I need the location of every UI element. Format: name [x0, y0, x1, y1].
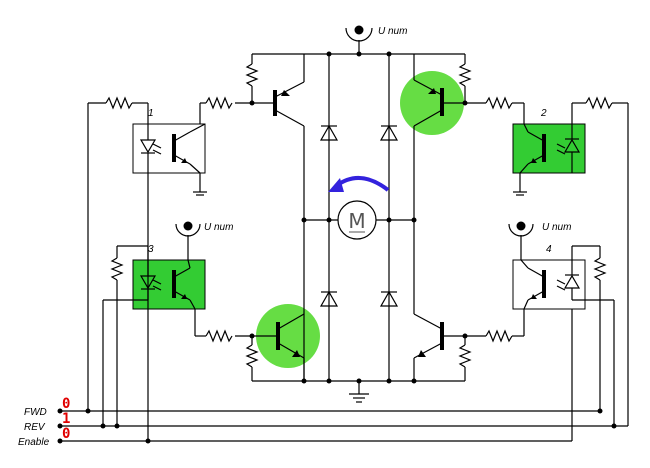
optocoupler-3-number: 3 — [148, 244, 154, 255]
optocoupler-1-number: 1 — [148, 108, 154, 119]
optocoupler-1: 1 — [132, 103, 207, 196]
enable-value: 0 — [62, 426, 70, 442]
enable-label: Enable — [18, 437, 50, 448]
top-supply-label: U num — [378, 26, 407, 37]
highlight-q-top-right — [400, 71, 464, 135]
rev-label: REV — [24, 422, 46, 433]
optocoupler-2: 2 — [512, 103, 586, 196]
fwd-label: FWD — [24, 407, 47, 418]
optocoupler-4-number: 4 — [546, 244, 552, 255]
transistor-q-top-right — [413, 54, 524, 220]
transistor-q-bottom-left — [195, 313, 305, 381]
right-supply-terminal: U num — [508, 221, 571, 246]
right-supply-label: U num — [542, 222, 571, 233]
input-fwd[interactable]: FWD 0 — [24, 396, 603, 418]
input-enable[interactable]: Enable 0 — [18, 426, 572, 448]
left-supply-terminal: U num — [175, 221, 233, 246]
transistor-q-top-left — [200, 54, 305, 381]
rev-value: 1 — [62, 411, 70, 427]
optocoupler-3: 3 — [132, 244, 206, 336]
motor: M — [337, 200, 377, 240]
fwd-value: 0 — [62, 396, 70, 412]
input-rev[interactable]: REV 1 — [24, 411, 628, 433]
rotation-arrow-icon — [328, 176, 390, 192]
top-supply-terminal: U num — [345, 25, 407, 54]
motor-label: M — [348, 209, 365, 233]
left-supply-label: U num — [204, 222, 233, 233]
ground-symbol — [349, 381, 369, 403]
transistor-q-bottom-right — [413, 220, 524, 381]
optocoupler-2-number: 2 — [540, 108, 547, 119]
optocoupler-4: 4 — [512, 244, 586, 336]
